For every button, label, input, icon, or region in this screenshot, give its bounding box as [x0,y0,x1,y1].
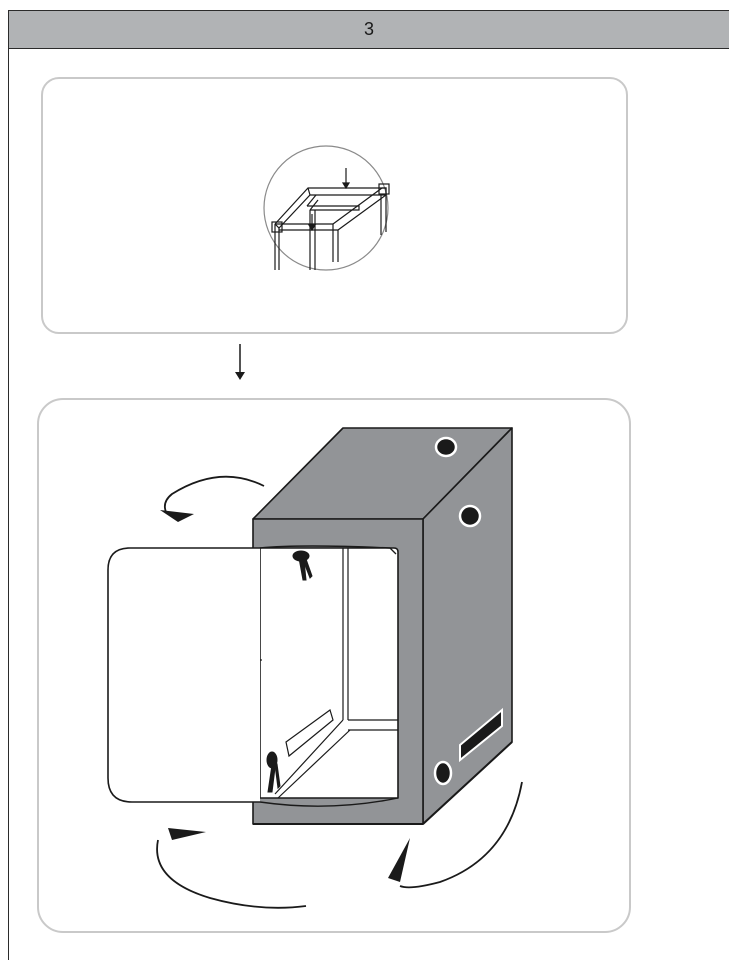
grow-tent-icon [107,427,513,825]
curved-arrow-icon [156,828,307,909]
curved-arrow-icon [160,475,265,522]
page-frame [8,10,729,960]
frame-top-bars-icon [263,145,390,271]
curved-arrow-icon [388,781,523,889]
step-header: 3 [9,11,729,49]
step-number: 3 [363,19,374,39]
down-arrow-icon [235,344,245,380]
